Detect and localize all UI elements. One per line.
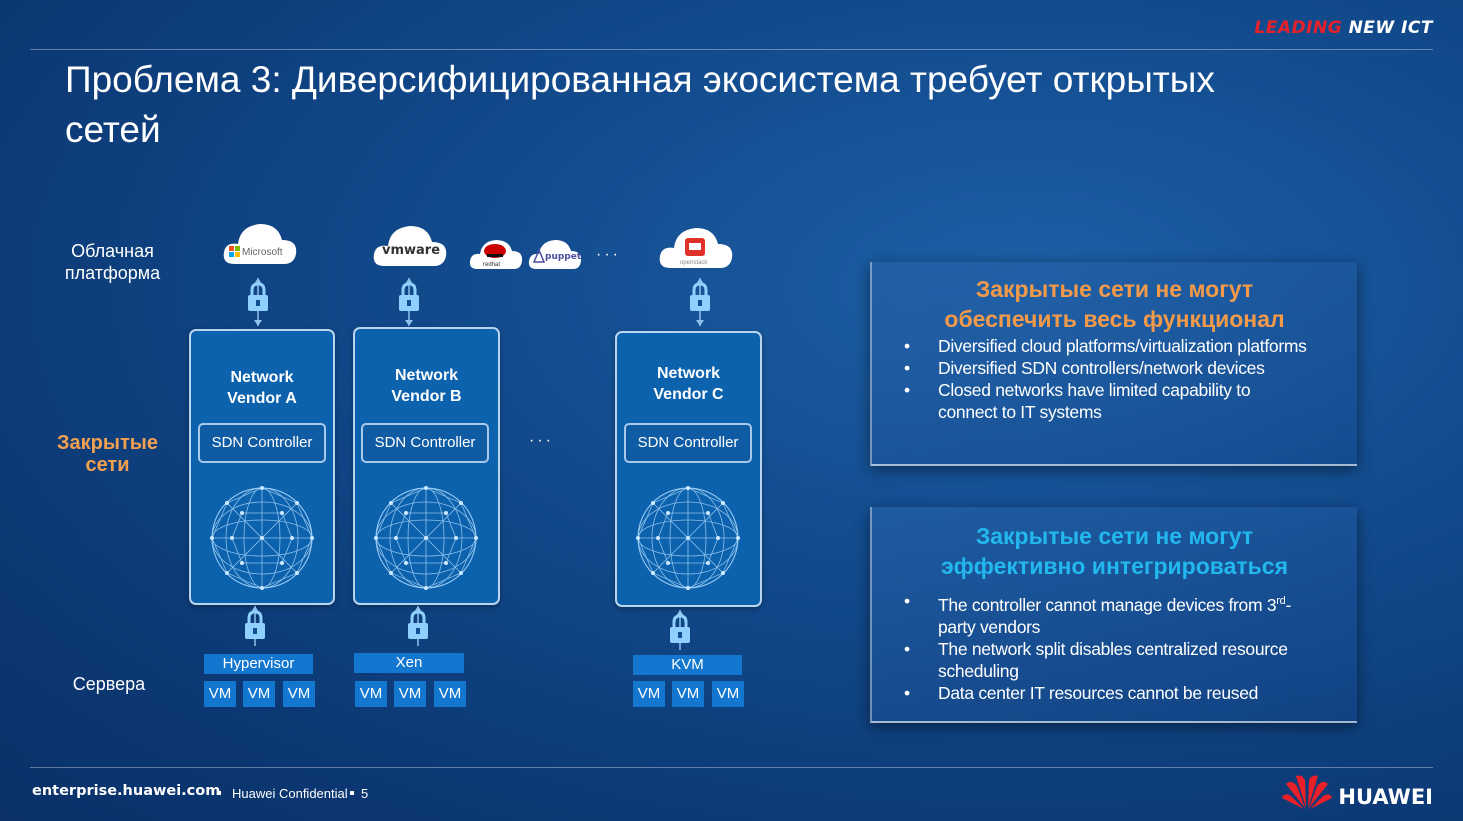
openstack-cloud-icon: openstack xyxy=(659,228,733,268)
network-sphere-icon xyxy=(374,486,478,590)
vendor-b-sdn-controller: SDN Controller xyxy=(361,423,489,463)
list-item-text: -party vendors xyxy=(938,594,1291,637)
vendor-b-name: Network Vendor B xyxy=(391,367,462,405)
vm-box: VM xyxy=(204,681,236,707)
lock-icon xyxy=(399,278,419,326)
lock-icon xyxy=(245,606,265,646)
list-item: The controller cannot manage devices fro… xyxy=(872,590,1357,638)
footer-separator xyxy=(217,791,221,795)
list-item: Diversified SDN controllers/network devi… xyxy=(872,357,1357,379)
panel1-title: Закрытые сети не могут обеспечить весь ф… xyxy=(944,276,1285,332)
openstack-logo-text: openstack xyxy=(680,260,708,266)
network-vendor-a-box: Network Vendor A SDN Controller xyxy=(189,329,335,605)
vm-box: VM xyxy=(394,681,426,707)
lock-icon xyxy=(690,278,710,326)
network-sphere-icon xyxy=(636,486,740,590)
microsoft-cloud-icon: Microsoft xyxy=(223,224,297,264)
vm-box: VM xyxy=(283,681,315,707)
list-item: Diversified cloud platforms/virtualizati… xyxy=(872,335,1357,357)
vmware-cloud-icon: vmware xyxy=(373,226,447,266)
network-vendor-c-box: Network Vendor C SDN Controller xyxy=(615,331,762,607)
huawei-logo-text: HUAWEI xyxy=(1338,785,1433,809)
row-label-servers: Сервера xyxy=(72,674,146,694)
header-divider xyxy=(30,49,1433,50)
vendor-a-sdn-controller: SDN Controller xyxy=(198,423,326,463)
vmware-logo-text: vmware xyxy=(382,243,440,258)
list-item: The network split disables centralized r… xyxy=(872,638,1357,682)
more-vendors-ellipsis: ··· xyxy=(529,432,554,449)
footer-confidential: Huawei Confidential xyxy=(232,786,348,801)
panel2-bullet-list: The controller cannot manage devices fro… xyxy=(872,590,1357,704)
network-sphere-icon xyxy=(210,486,314,590)
vendor-c-sdn-controller: SDN Controller xyxy=(624,423,752,463)
puppet-cloud-icon: puppet xyxy=(528,240,582,269)
brand-leading: LEADING xyxy=(1254,18,1343,38)
lock-icon xyxy=(408,606,428,646)
lock-icon xyxy=(670,610,690,650)
vm-box: VM xyxy=(633,681,665,707)
redhat-cloud-icon: redhat xyxy=(469,240,523,269)
vm-box: VM xyxy=(672,681,704,707)
vm-box: VM xyxy=(434,681,466,707)
leading-new-ict-brand: LEADING NEW ICT xyxy=(1254,18,1433,38)
vendor-a-hypervisor: Hypervisor xyxy=(204,654,313,674)
panel-closed-networks-functionality: Закрытые сети не могут обеспечить весь ф… xyxy=(870,262,1357,466)
vendor-a-name: Network Vendor A xyxy=(227,369,297,407)
footer-url: enterprise.huawei.com xyxy=(32,783,221,799)
panel2-title: Закрытые сети не могут эффективно интегр… xyxy=(940,523,1289,579)
vendor-b-hypervisor: Xen xyxy=(354,653,464,673)
panel1-bullet-list: Diversified cloud platforms/virtualizati… xyxy=(872,335,1357,423)
huawei-logo-icon xyxy=(1282,775,1332,809)
network-vendor-b-box: Network Vendor B SDN Controller xyxy=(353,327,500,605)
puppet-logo-text: puppet xyxy=(545,252,582,262)
list-item-text: The controller cannot manage devices fro… xyxy=(938,594,1277,615)
vm-box: VM xyxy=(355,681,387,707)
page-number: 5 xyxy=(361,786,369,801)
slide-title: Проблема 3: Диверсифицированная экосисте… xyxy=(65,59,1215,150)
vendor-c-name: Network Vendor C xyxy=(653,365,724,403)
row-label-closed-networks: Закрытые сети xyxy=(57,432,158,476)
vendor-c-hypervisor: KVM xyxy=(633,655,742,675)
vm-box: VM xyxy=(243,681,275,707)
list-item: Data center IT resources cannot be reuse… xyxy=(872,682,1357,704)
list-item-superscript: rd xyxy=(1276,595,1286,607)
row-label-cloud-platform: Облачная платформа xyxy=(64,241,161,283)
footer-divider xyxy=(30,767,1433,768)
list-item: Closed networks have limited capability … xyxy=(872,379,1357,423)
redhat-logo-text: redhat xyxy=(483,262,500,268)
more-clouds-ellipsis: ··· xyxy=(596,246,621,263)
brand-new-ict: NEW ICT xyxy=(1348,18,1433,38)
microsoft-logo-text: Microsoft xyxy=(242,247,283,258)
footer-separator xyxy=(350,791,354,795)
vm-box: VM xyxy=(712,681,744,707)
panel-closed-networks-integration: Закрытые сети не могут эффективно интегр… xyxy=(870,507,1357,723)
lock-icon xyxy=(248,278,268,326)
